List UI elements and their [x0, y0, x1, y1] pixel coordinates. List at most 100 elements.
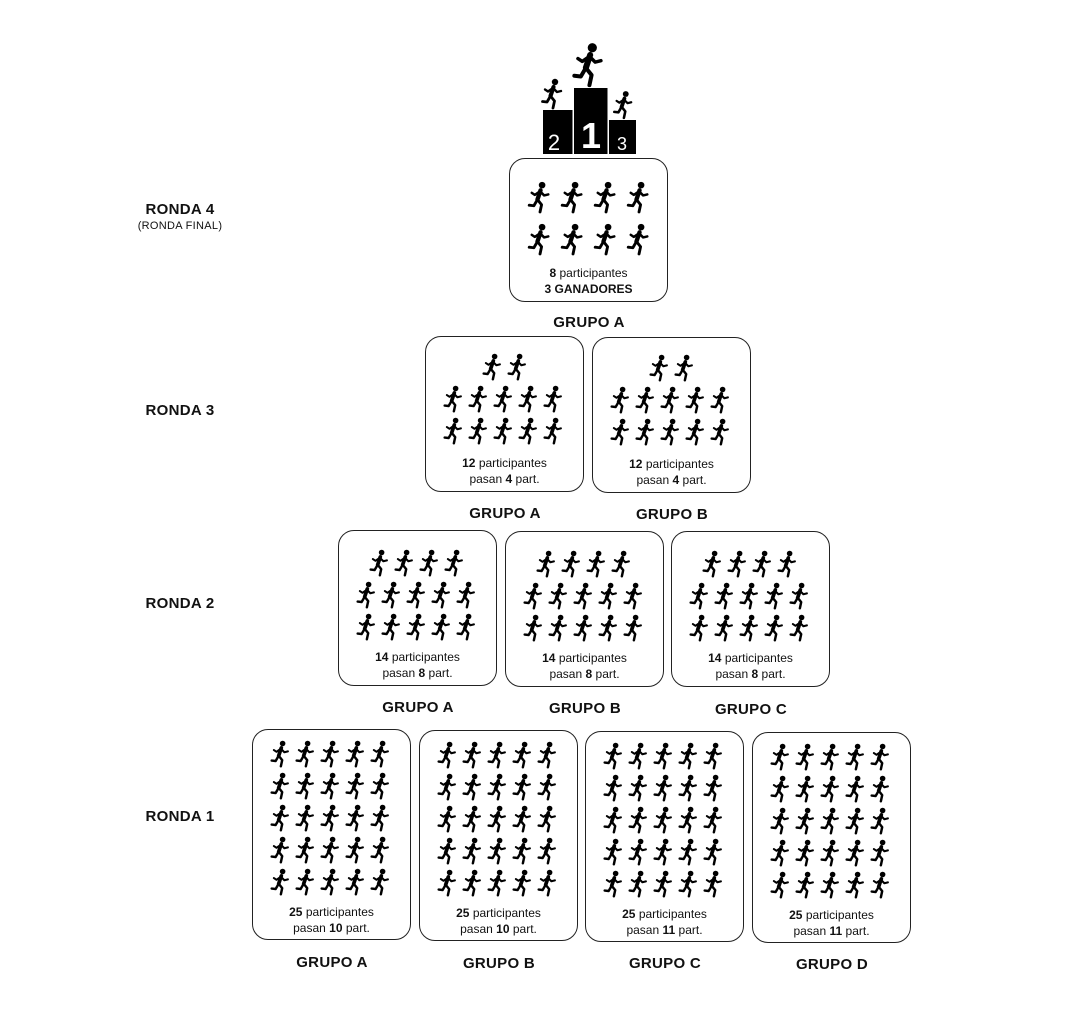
runner-icon	[369, 868, 390, 896]
runner-icon	[819, 743, 840, 771]
pass-count: 10	[329, 921, 343, 935]
runner-icon	[844, 743, 865, 771]
runner-icon	[430, 581, 451, 609]
pass-suffix: part.	[595, 667, 620, 681]
runner-icon	[622, 614, 643, 642]
group-box-r3-b: 12 participantes pasan 4 part.	[592, 337, 751, 493]
runner-icon	[486, 741, 507, 769]
group-box-r2-c: 14 participantes pasan 8 part.	[671, 531, 830, 687]
participants-count: 12	[629, 457, 643, 471]
runner-icon	[627, 870, 648, 898]
runner-icon	[677, 774, 698, 802]
participants-line: 14 participantes	[672, 650, 829, 666]
runner-icon	[511, 741, 532, 769]
podium-block-2	[543, 110, 573, 154]
runner-icon	[517, 417, 538, 445]
group-label: GRUPO C	[714, 701, 788, 718]
participants-count: 25	[789, 908, 803, 922]
runner-icon	[602, 742, 623, 770]
participants-line: 12 participantes	[593, 456, 750, 472]
runner-icon	[726, 550, 747, 578]
runner-icon	[368, 549, 389, 577]
runner-icon	[869, 743, 890, 771]
runner-icon	[405, 581, 426, 609]
runner-icon	[486, 805, 507, 833]
participants-text: participantes	[305, 905, 374, 919]
podium-block-1	[573, 88, 608, 154]
pass-prefix: pasan	[293, 921, 326, 935]
pass-count: 8	[585, 667, 593, 681]
runner-icon	[319, 804, 340, 832]
group-box-r1-b: 25 participantes pasan 10 part.	[419, 730, 578, 941]
runner-icon	[369, 740, 390, 768]
runner-icon	[430, 613, 451, 641]
runner-icon	[461, 741, 482, 769]
runner-icon	[585, 550, 606, 578]
runner-icon	[688, 582, 709, 610]
runner-icon	[819, 807, 840, 835]
runner-icon	[673, 354, 694, 382]
participants-text: participantes	[805, 908, 874, 922]
round-subtitle: (RONDA FINAL)	[137, 220, 223, 232]
group-stats: 25 participantes pasan 10 part.	[253, 904, 410, 936]
runner-icon	[344, 772, 365, 800]
participants-count: 25	[456, 906, 470, 920]
participants-line: 8 participantes	[510, 265, 667, 281]
group-box-r4-a: 8 participantes 3 GANADORES	[509, 158, 668, 302]
group-label: GRUPO B	[462, 955, 536, 972]
runner-icon	[869, 839, 890, 867]
pass-suffix: part.	[845, 924, 870, 938]
pass-suffix: part.	[678, 923, 703, 937]
pass-prefix: pasan	[549, 667, 583, 681]
runner-icon	[702, 774, 723, 802]
participants-text: participantes	[638, 907, 707, 921]
runner-icon	[610, 550, 631, 578]
pass-count: 8	[418, 666, 426, 680]
pass-suffix: part.	[512, 922, 537, 936]
runner-icon	[543, 79, 562, 108]
pass-line: pasan 8 part.	[506, 666, 663, 682]
runner-icon	[609, 418, 630, 446]
runner-icon	[819, 839, 840, 867]
group-label: GRUPO C	[628, 955, 702, 972]
runner-icon	[794, 743, 815, 771]
runner-icon	[455, 613, 476, 641]
runner-icon	[776, 550, 797, 578]
round-title: RONDA 3	[145, 402, 215, 419]
group-label: GRUPO D	[795, 956, 869, 973]
runner-icon	[677, 742, 698, 770]
runner-icon	[602, 838, 623, 866]
runner-icon	[769, 775, 790, 803]
runner-icon	[788, 614, 809, 642]
runner-icon	[522, 614, 543, 642]
runner-icon	[844, 807, 865, 835]
runner-icon	[562, 182, 581, 212]
participants-text: participantes	[724, 651, 793, 665]
runner-icon	[467, 385, 488, 413]
runner-icon	[769, 839, 790, 867]
runner-icon	[595, 224, 614, 254]
participants-line: 25 participantes	[753, 907, 910, 923]
group-label: GRUPO A	[296, 954, 368, 971]
runner-icon	[869, 807, 890, 835]
runner-icon	[677, 870, 698, 898]
runner-icon	[344, 836, 365, 864]
runner-icon	[461, 837, 482, 865]
podium-place-2: 2	[548, 130, 560, 155]
runner-icon	[788, 582, 809, 610]
runner-icon	[597, 614, 618, 642]
pass-suffix: part.	[345, 921, 370, 935]
runner-icon	[511, 805, 532, 833]
runner-icon	[536, 869, 557, 897]
runner-icon	[794, 839, 815, 867]
runner-icon	[769, 871, 790, 899]
runner-icon	[529, 182, 548, 212]
runner-icon	[442, 417, 463, 445]
participants-text: participantes	[472, 906, 541, 920]
runner-icon	[506, 353, 527, 381]
participants-count: 25	[622, 907, 636, 921]
pass-prefix: pasan	[469, 472, 503, 486]
participants-text: participantes	[558, 651, 627, 665]
runner-icon	[492, 417, 513, 445]
round-label-3: RONDA 3	[100, 402, 260, 419]
